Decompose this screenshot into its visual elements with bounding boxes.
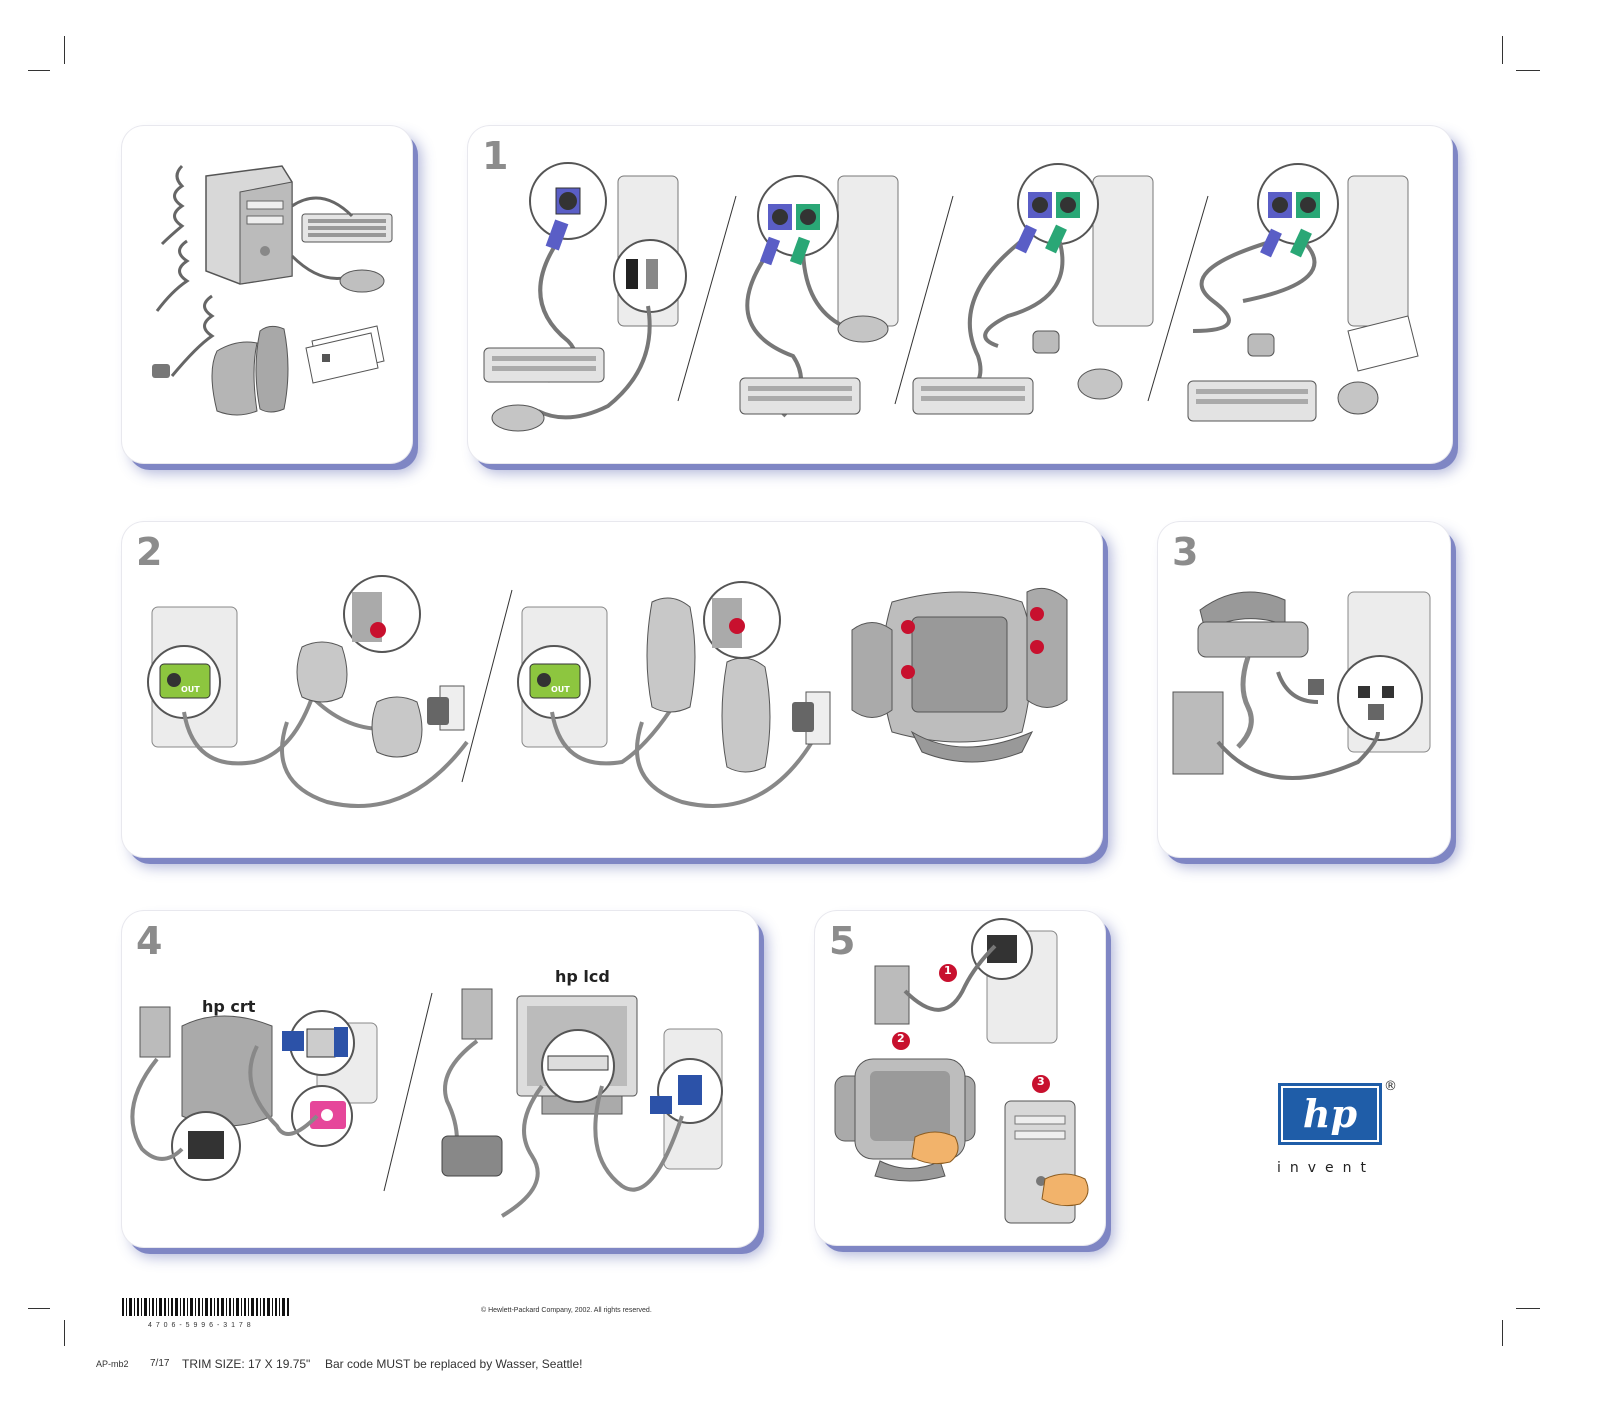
power-adapter-icon bbox=[441, 1135, 503, 1177]
computer-tower-back-icon bbox=[617, 175, 1409, 327]
keyboard-icon bbox=[301, 213, 393, 243]
computer-tower-icon bbox=[205, 165, 293, 285]
mouse-icon bbox=[491, 315, 1379, 432]
telephone-icon bbox=[1197, 591, 1309, 658]
hp-logo: hp bbox=[1278, 1083, 1382, 1145]
hand-pointer-icon bbox=[911, 1131, 1089, 1207]
panel-step-2: 2 bbox=[122, 522, 1102, 857]
step-number: 3 bbox=[1172, 530, 1198, 574]
barcode bbox=[122, 1298, 292, 1329]
barcode-icon bbox=[122, 1298, 289, 1316]
power-socket-zoom bbox=[171, 1111, 241, 1181]
crop-mark bbox=[1516, 70, 1540, 71]
microphone-port-zoom bbox=[291, 1085, 353, 1147]
documents-icon bbox=[305, 325, 385, 384]
badge-1: 1 bbox=[944, 964, 952, 977]
hp-logo-icon: hp bbox=[1278, 1083, 1382, 1145]
ps2-plug-icon bbox=[545, 219, 1312, 266]
copyright-text: © Hewlett-Packard Company, 2002. All rig… bbox=[481, 1307, 652, 1314]
badge-2: 2 bbox=[897, 1032, 905, 1045]
speaker-icon bbox=[211, 325, 289, 416]
mouse-icon bbox=[290, 254, 385, 293]
audio-out-label: OUT bbox=[551, 685, 570, 694]
vga-port-zoom bbox=[282, 1010, 355, 1076]
audio-out-label: OUT bbox=[181, 685, 200, 694]
trim-size: TRIM SIZE: 17 X 19.75" bbox=[182, 1357, 311, 1371]
step-number: 5 bbox=[829, 919, 855, 963]
speaker-connection-illustration bbox=[147, 575, 1068, 808]
barcode-digits: 4 7 0 6 - 5 9 9 6 - 3 1 7 8 bbox=[148, 1322, 252, 1329]
step-badges bbox=[892, 964, 1050, 1093]
panel-step-5: 5 1 2 3 bbox=[815, 911, 1105, 1245]
barcode-note: Bar code MUST be replaced by Wasser, Sea… bbox=[325, 1357, 583, 1371]
badge-3: 3 bbox=[1037, 1075, 1045, 1088]
power-on-illustration bbox=[834, 918, 1089, 1224]
crop-mark bbox=[28, 70, 50, 71]
cable-icon bbox=[155, 164, 215, 377]
crop-mark bbox=[28, 1308, 50, 1309]
hp-logo-text: hp bbox=[1303, 1091, 1358, 1136]
wall-outlet-icon bbox=[139, 988, 493, 1058]
crt-monitor-front-icon bbox=[834, 1058, 976, 1182]
monitor-connection-illustration bbox=[130, 988, 723, 1218]
panel-step-1: 1 bbox=[468, 126, 1452, 463]
audio-out-port-zoom bbox=[147, 645, 591, 719]
wall-jack-icon bbox=[1172, 691, 1224, 775]
step-number: 4 bbox=[136, 919, 162, 963]
phone-jack-zoom bbox=[1337, 655, 1423, 741]
crop-mark bbox=[1502, 1320, 1503, 1346]
crop-mark bbox=[64, 1320, 65, 1346]
modem-connection-illustration bbox=[1172, 591, 1431, 780]
job-code: AP-mb2 bbox=[96, 1359, 129, 1369]
crop-mark bbox=[1502, 36, 1503, 64]
hp-tagline: invent bbox=[1277, 1160, 1376, 1176]
print-date: 7/17 bbox=[150, 1358, 170, 1369]
power-adapter-icon bbox=[427, 685, 831, 745]
crop-mark bbox=[64, 36, 65, 64]
lcd-port-zoom bbox=[541, 1029, 615, 1103]
keyboard-mouse-connection-illustration bbox=[483, 162, 1419, 432]
panel-step-3: 3 bbox=[1158, 522, 1450, 857]
speaker-icon bbox=[296, 597, 771, 773]
step-number: 2 bbox=[136, 530, 162, 574]
document-icon bbox=[1347, 315, 1419, 372]
box-contents-illustration bbox=[152, 164, 393, 416]
panel-box-contents bbox=[122, 126, 412, 463]
registered-mark: ® bbox=[1384, 1079, 1397, 1094]
crop-mark bbox=[1516, 1308, 1540, 1309]
wall-outlet-icon bbox=[874, 965, 910, 1025]
panel-step-4: 4 hp crt hp lcd bbox=[122, 911, 758, 1247]
crt-monitor-icon bbox=[851, 587, 1068, 763]
step-number: 1 bbox=[482, 134, 508, 178]
volume-knob-zoom bbox=[343, 575, 781, 659]
crt-monitor-back-icon bbox=[181, 1015, 273, 1127]
hp-lcd-label: hp lcd bbox=[555, 967, 610, 986]
hp-crt-label: hp crt bbox=[202, 997, 256, 1016]
